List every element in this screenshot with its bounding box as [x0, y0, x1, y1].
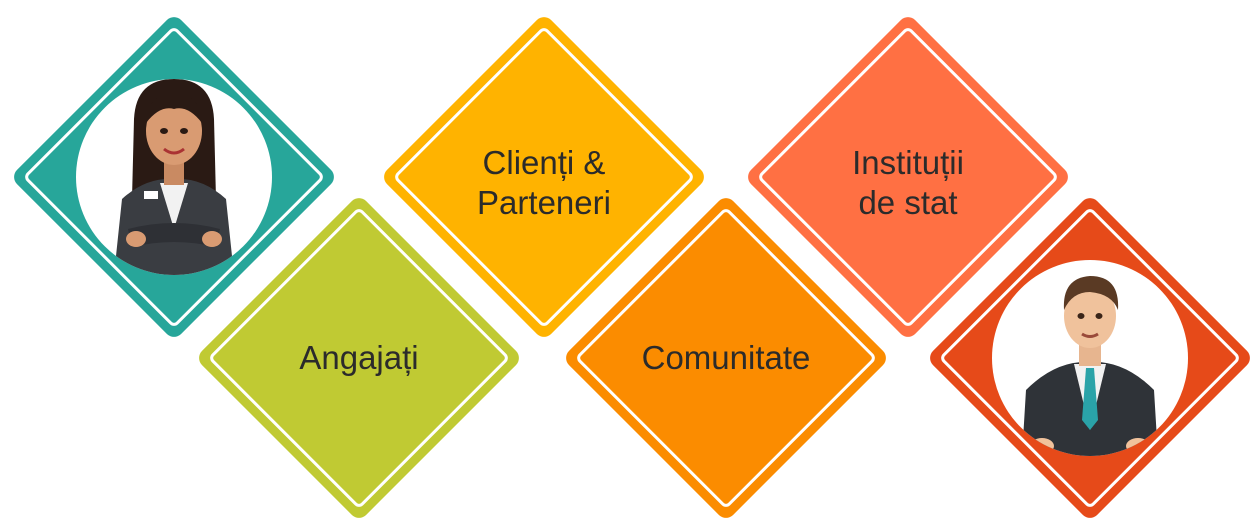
label-institutii-de-stat: Instituții de stat — [852, 144, 964, 221]
label-comunitate: Comunitate — [641, 339, 811, 377]
businesswoman-icon — [76, 79, 272, 275]
label-angajati: Angajați — [299, 339, 419, 377]
businessman-icon — [992, 260, 1188, 456]
label-clienti-parteneri: Clienți & Parteneri — [477, 144, 611, 221]
